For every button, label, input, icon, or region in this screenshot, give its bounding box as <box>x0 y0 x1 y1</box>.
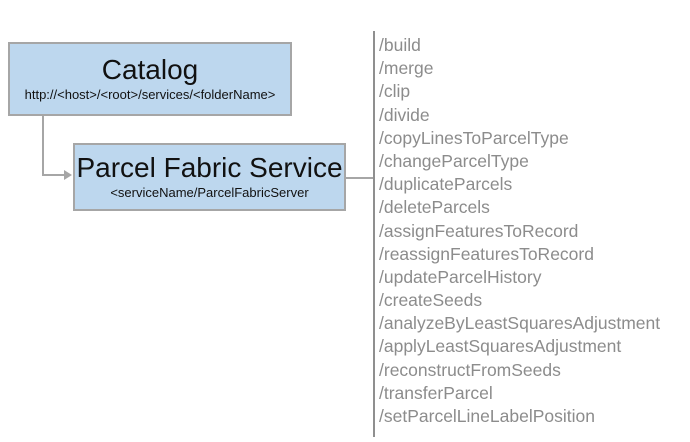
catalog-title: Catalog <box>101 54 199 85</box>
endpoint-item: /transferParcel <box>379 382 493 403</box>
connector-catalog-vertical <box>42 115 44 176</box>
endpoint-item: /duplicateParcels <box>379 174 513 195</box>
parcel-fabric-service-title: Parcel Fabric Service <box>76 152 343 183</box>
endpoint-item: /createSeeds <box>379 290 483 311</box>
endpoint-item: /analyzeByLeastSquaresAdjustment <box>379 313 661 334</box>
parcel-fabric-service-node: Parcel Fabric Service <serviceName/Parce… <box>73 143 346 211</box>
endpoint-item: /clip <box>379 81 411 102</box>
endpoint-item: /reassignFeaturesToRecord <box>379 243 594 264</box>
endpoint-item: /reconstructFromSeeds <box>379 359 561 380</box>
catalog-url-pattern: http://<host>/<root>/services/<folderNam… <box>24 87 276 103</box>
endpoint-list: /build/merge/clip/divide/copyLinesToParc… <box>379 34 679 428</box>
endpoint-list-divider <box>373 31 375 437</box>
endpoint-item: /changeParcelType <box>379 150 529 171</box>
connector-service-horizontal <box>344 177 373 179</box>
endpoint-item: /build <box>379 35 421 55</box>
endpoint-item: /copyLinesToParcelType <box>379 127 569 148</box>
connector-catalog-horizontal <box>42 174 65 176</box>
catalog-node: Catalog http://<host>/<root>/services/<f… <box>8 42 292 116</box>
endpoint-item: /updateParcelHistory <box>379 266 542 287</box>
endpoint-item: /merge <box>379 58 434 79</box>
parcel-fabric-service-subtitle: <serviceName/ParcelFabricServer <box>110 185 309 201</box>
endpoint-item: /deleteParcels <box>379 197 490 218</box>
endpoint-item: /divide <box>379 104 430 125</box>
connector-arrowhead-icon <box>64 170 72 180</box>
endpoint-item: /applyLeastSquaresAdjustment <box>379 336 622 357</box>
endpoint-item: /setParcelLineLabelPosition <box>379 406 595 426</box>
endpoint-item: /assignFeaturesToRecord <box>379 220 579 241</box>
